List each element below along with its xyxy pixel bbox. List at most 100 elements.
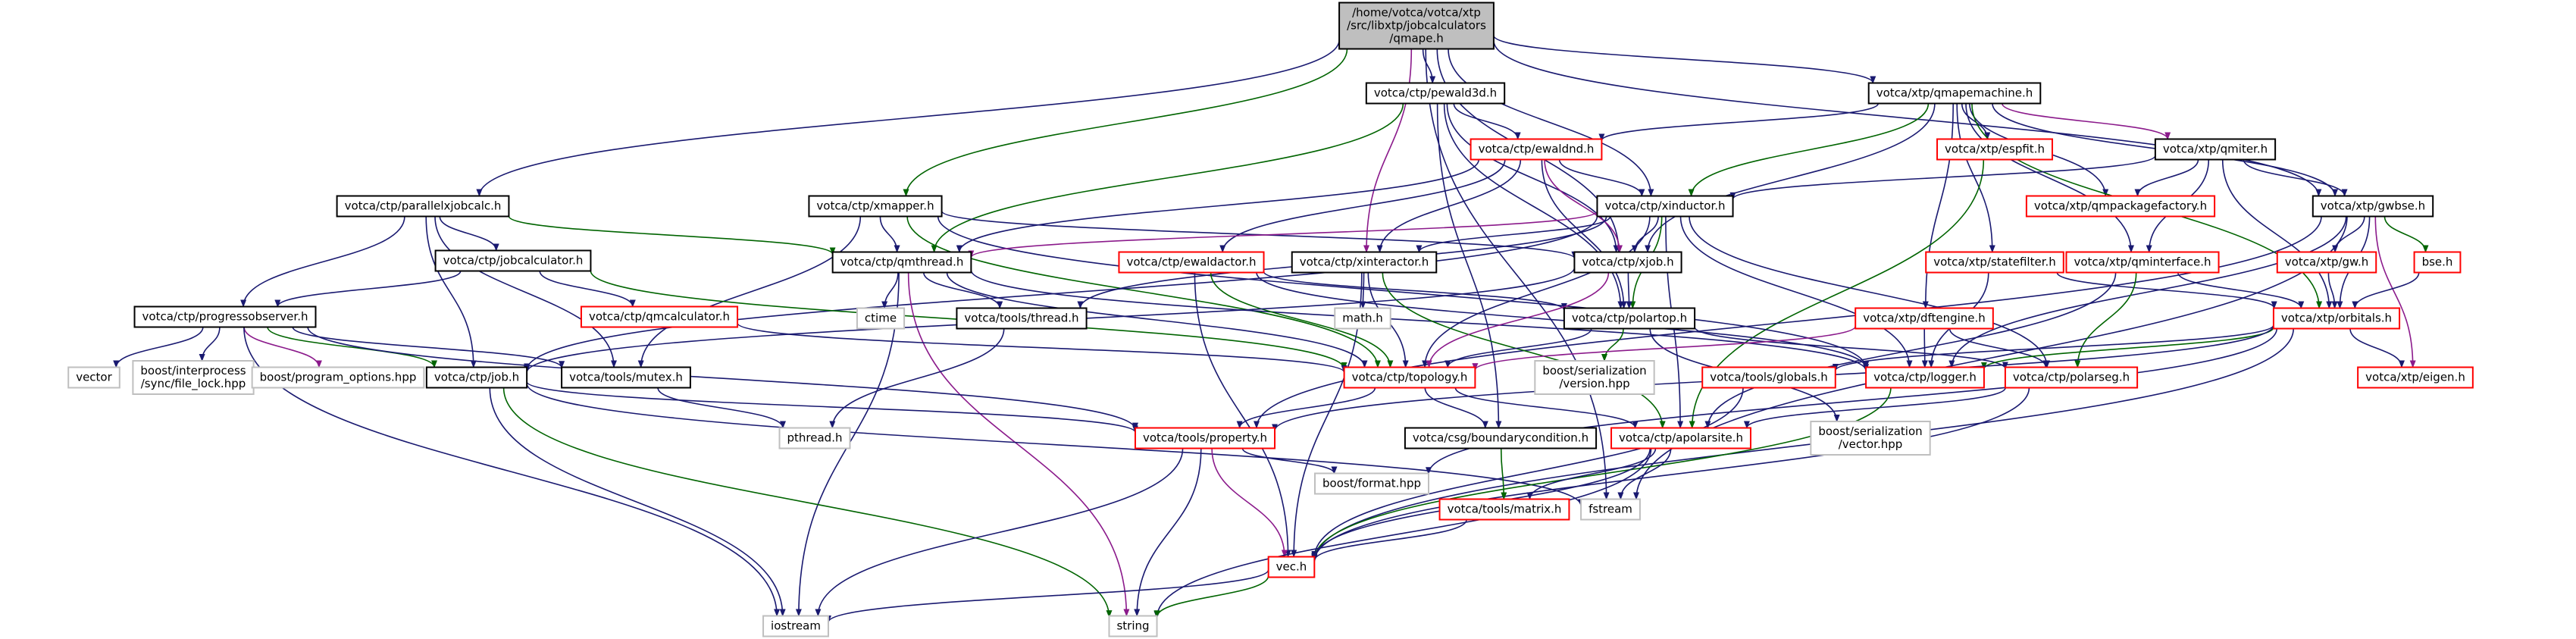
node-apolarsite[interactable]: votca/ctp/apolarsite.h: [1610, 427, 1751, 449]
node-gw[interactable]: votca/xtp/gw.h: [2276, 251, 2377, 274]
node-label: votca/xtp/dftengine.h: [1863, 312, 1986, 325]
node-vec[interactable]: vec.h: [1267, 556, 1316, 578]
node-statefilter[interactable]: votca/xtp/statefilter.h: [1925, 251, 2064, 274]
node-label: votca/xtp/qmapemachine.h: [1876, 86, 2033, 100]
node-pthread[interactable]: pthread.h: [778, 427, 851, 449]
node-polartop[interactable]: votca/ctp/polartop.h: [1563, 307, 1696, 330]
node-label: /qmape.h: [1389, 32, 1443, 45]
node-orbitals[interactable]: votca/xtp/orbitals.h: [2272, 307, 2401, 330]
node-iostream[interactable]: iostream: [762, 615, 829, 637]
edge-xinductor-to-qmthread: [968, 210, 1598, 258]
edge-root-to-xinteractor: [1363, 49, 1413, 253]
node-xinteractor[interactable]: votca/ctp/xinteractor.h: [1291, 251, 1438, 274]
node-filelock[interactable]: boost/interprocess/sync/file_lock.hpp: [132, 360, 255, 395]
edge-job-to-iostream: [489, 387, 786, 617]
node-box: [762, 615, 829, 637]
edge-xmapper-to-topology: [906, 216, 1381, 368]
edge-qmapemachine-to-qminterface: [1965, 103, 2134, 253]
node-ewaldactor[interactable]: votca/ctp/ewaldactor.h: [1118, 251, 1265, 274]
node-xjob[interactable]: votca/ctp/xjob.h: [1573, 251, 1682, 274]
edge-topology-to-boundarycondition: [1424, 387, 1488, 429]
node-matrix[interactable]: votca/tools/matrix.h: [1438, 498, 1570, 521]
edge-parallelxjobcalc-to-progressobserver: [240, 216, 405, 308]
edge-jobcalculator-to-progressobserver: [274, 271, 462, 308]
node-xmapper[interactable]: votca/ctp/xmapper.h: [808, 195, 943, 218]
node-dftengine[interactable]: votca/xtp/dftengine.h: [1855, 307, 1994, 330]
node-thread[interactable]: votca/tools/thread.h: [956, 307, 1088, 330]
node-espfit[interactable]: votca/xtp/espfit.h: [1936, 138, 2053, 161]
node-serialvector[interactable]: boost/serialization/vector.hpp: [1810, 421, 1931, 456]
node-fstream[interactable]: fstream: [1580, 498, 1641, 521]
edge-qmapemachine-to-ewaldnd: [1598, 103, 1880, 142]
node-qminterface[interactable]: votca/xtp/qminterface.h: [2065, 251, 2220, 274]
node-box: [1267, 556, 1316, 578]
node-parallelxjobcalc[interactable]: votca/ctp/parallelxjobcalc.h: [336, 195, 510, 218]
node-property[interactable]: votca/tools/property.h: [1134, 427, 1276, 449]
edge-root-to-xmapper: [903, 49, 1348, 197]
edge-pewald3d-to-ewaldnd: [1453, 103, 1521, 140]
node-box: [2413, 251, 2462, 274]
edge-progressobserver-to-programoptions: [243, 327, 322, 368]
node-box: [133, 305, 317, 328]
edge-qmcalculator-to-topology: [737, 322, 1347, 373]
edge-qmthread-to-thread: [923, 272, 1003, 309]
node-box: [1534, 360, 1655, 395]
edge-logger-to-vec: [1311, 387, 1892, 561]
edge-xjob-to-polartop: [1626, 272, 1632, 309]
edge-gwbse-to-eigen: [2374, 216, 2416, 368]
node-gwbse[interactable]: votca/xtp/gwbse.h: [2312, 195, 2434, 218]
node-box: [2025, 195, 2216, 218]
node-qmpackagefactory[interactable]: votca/xtp/qmpackagefactory.h: [2025, 195, 2216, 218]
node-box: [1314, 472, 1429, 495]
node-box: [1343, 366, 1476, 389]
node-serialversion[interactable]: boost/serialization/version.hpp: [1534, 360, 1655, 395]
node-xinductor[interactable]: votca/ctp/xinductor.h: [1596, 195, 1734, 218]
node-topology[interactable]: votca/ctp/topology.h: [1343, 366, 1476, 389]
node-label: votca/ctp/qmcalculator.h: [589, 310, 730, 324]
node-label: boost/interprocess: [140, 364, 246, 377]
edge-root-to-parallelxjobcalc: [476, 39, 1340, 197]
node-job[interactable]: votca/ctp/job.h: [425, 366, 528, 389]
node-bse[interactable]: bse.h: [2413, 251, 2462, 274]
edge-topology-to-property: [1236, 387, 1376, 429]
node-polarseg[interactable]: votca/ctp/polarseg.h: [2004, 366, 2139, 389]
node-label: /home/votca/votca/xtp: [1352, 6, 1481, 20]
node-qmcalculator[interactable]: votca/ctp/qmcalculator.h: [580, 305, 739, 328]
node-box: [1865, 366, 1985, 389]
node-jobcalculator[interactable]: votca/ctp/jobcalculator.h: [434, 249, 592, 272]
node-root[interactable]: /home/votca/votca/xtp/src/libxtp/jobcalc…: [1338, 2, 1495, 50]
node-vector[interactable]: vector: [67, 366, 121, 389]
node-progressobserver[interactable]: votca/ctp/progressobserver.h: [133, 305, 317, 328]
node-programoptions[interactable]: boost/program_options.hpp: [251, 366, 425, 389]
node-label: /vector.hpp: [1839, 437, 1903, 451]
node-math[interactable]: math.h: [1334, 307, 1391, 330]
node-ctime[interactable]: ctime: [856, 307, 906, 330]
node-box: [1563, 307, 1696, 330]
node-box: [2312, 195, 2434, 218]
node-ewaldnd[interactable]: votca/ctp/ewaldnd.h: [1470, 138, 1603, 161]
edge-mutex-to-pthread: [657, 387, 786, 429]
edge-job-to-string: [502, 387, 1113, 619]
node-mutex[interactable]: votca/tools/mutex.h: [561, 366, 691, 389]
node-globals[interactable]: votca/tools/globals.h: [1701, 366, 1836, 389]
node-string[interactable]: string: [1108, 615, 1158, 637]
node-eigen[interactable]: votca/xtp/eigen.h: [2357, 366, 2474, 389]
edge-statefilter-to-orbitals: [2056, 272, 2277, 309]
node-boostformat[interactable]: boost/format.hpp: [1314, 472, 1429, 495]
node-qmiter[interactable]: votca/xtp/qmiter.h: [2154, 138, 2277, 161]
node-qmapemachine[interactable]: votca/xtp/qmapemachine.h: [1867, 82, 2042, 105]
node-box: [132, 360, 255, 395]
edge-parallelxjobcalc-to-jobcalculator: [439, 216, 499, 252]
node-qmthread[interactable]: votca/ctp/qmthread.h: [831, 251, 972, 274]
edge-progressobserver-to-vector: [113, 327, 204, 368]
edge-gwbse-to-property: [1254, 216, 2322, 429]
edge-ewaldnd-to-polartop: [1541, 159, 1627, 309]
node-boundarycondition[interactable]: votca/csg/boundarycondition.h: [1404, 427, 1598, 449]
edge-qmapemachine-to-qmiter: [2002, 103, 2171, 140]
node-label: boost/program_options.hpp: [260, 371, 417, 385]
node-pewald3d[interactable]: votca/ctp/pewald3d.h: [1365, 82, 1506, 105]
edge-pewald3d-to-boundarycondition: [1436, 103, 1502, 429]
node-logger[interactable]: votca/ctp/logger.h: [1865, 366, 1985, 389]
node-box: [1701, 366, 1836, 389]
